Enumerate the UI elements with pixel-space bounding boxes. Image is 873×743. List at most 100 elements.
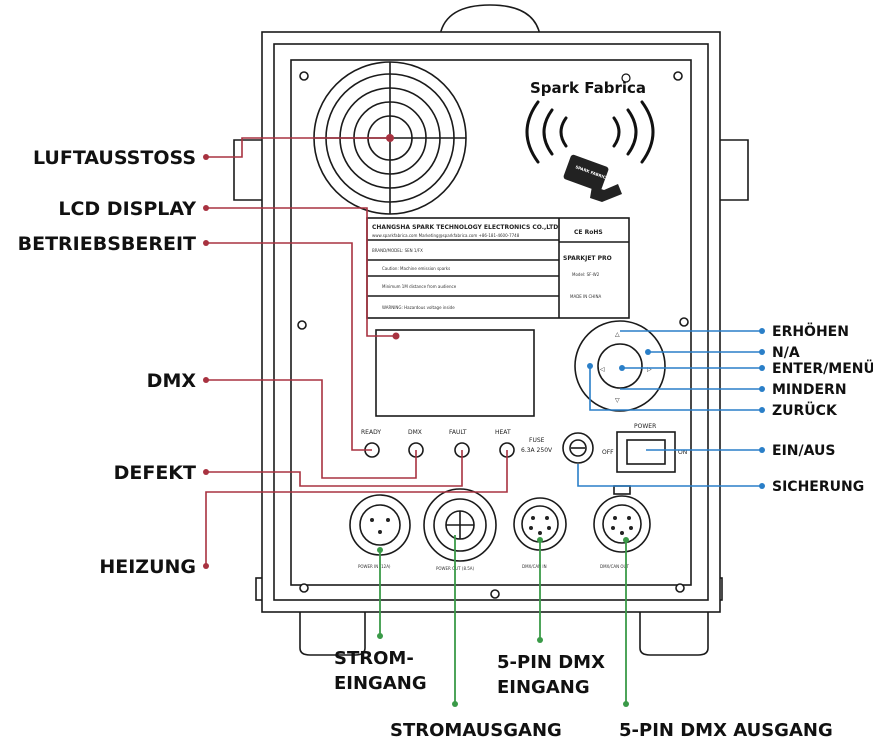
leader-dot-icon [452,701,458,707]
label-fault: DEFEKT [114,462,196,484]
indicator-label-dmx: DMX [408,429,422,436]
nameplate-distance: Minimum 1M distance from audience [382,284,457,289]
leader-dot-icon [759,328,765,334]
label-ready: BETRIEBSBEREIT [18,233,196,255]
indicator-label-fault: FAULT [449,429,467,436]
label-heat: HEIZUNG [99,556,196,578]
indicator-label-heat: HEAT [495,429,511,436]
connector-label-dmx-in: DMX/CAN IN [522,564,547,569]
label-power-out: STROMAUSGANG [390,720,562,741]
label-power-in-line1: STROM- [334,648,414,669]
label-fuse: SICHERUNG [772,479,864,495]
label-dmx-in-line1: 5-PIN DMX [497,652,605,673]
label-dmx-in-line2: EINGANG [497,677,590,698]
leader-dot-icon [377,633,383,639]
right-handle [720,139,749,201]
leader-fuse [577,464,762,487]
nameplate-contact: www.sparkfabrica.com Marketing@sparkfabr… [372,233,520,238]
leader-dot-icon [759,407,765,413]
panel-plate [290,59,692,586]
brand-area: Spark Fabrica SPARK FABRICA [525,73,655,202]
screw-icon [299,71,309,81]
green-leader-lines [379,535,627,704]
top-dome [439,4,541,36]
left-arrow-icon[interactable]: ◁ [600,366,605,373]
leader-dot-icon [645,349,651,355]
leader-dot-icon [377,547,383,553]
nameplate-ce: CE RoHS [574,229,603,236]
screw-icon [679,317,689,327]
foot-right [639,609,709,656]
fuse-group: FUSE 6.3A 250V [521,432,594,464]
label-enter-menu: ENTER/MENÜ [772,359,873,377]
leader-air-outlet [206,137,390,158]
screw-icon [297,320,307,330]
screws [297,71,689,599]
leader-ready [206,242,372,451]
leader-dot-icon [537,637,543,643]
label-air-outlet: LUFTAUSSTOSS [33,147,196,169]
nameplate-frame [366,217,630,319]
leader-dmx [206,379,417,479]
indicator-label-ready: READY [361,429,381,436]
nameplate-model: BRAND/MODEL: SEN 1/FX [372,248,423,253]
leader-dot-icon [759,386,765,392]
leader-dot-icon [759,349,765,355]
nameplate-company: CHANGSHA SPARK TECHNOLOGY ELECTRONICS CO… [372,224,558,231]
label-back: ZURÜCK [772,401,838,419]
power-on-label: ON [678,449,687,456]
connectors: POWER IN (12A) POWER OUT (8.5A) DMX/CAN … [349,485,651,571]
up-arrow-icon[interactable]: △ [615,331,620,338]
leader-dot-icon [759,483,765,489]
leader-fault [206,450,463,487]
power-in-connector[interactable] [349,494,411,556]
enclosure-inner [273,43,709,601]
leader-dot-icon [203,563,209,569]
fuse-rating: 6.3A 250V [521,447,553,454]
blue-leader-lines [577,330,762,487]
label-lcd-display: LCD DISPLAY [58,198,196,220]
leader-dot-icon [203,205,209,211]
nameplate-caution: Caution: Machine emission sparks [382,266,450,271]
leader-dot-icon [759,447,765,453]
leader-back [589,366,762,411]
rfid-card: SPARK FABRICA [563,154,622,202]
foot-left [299,609,366,656]
label-na: N/A [772,345,800,361]
label-dmx-out: 5-PIN DMX AUSGANG [619,720,833,741]
power-switch-group: POWER OFF ON [602,423,687,473]
left-handle [233,139,262,201]
nameplate-product: SPARKJET PRO [563,255,612,262]
screw-icon [675,583,685,593]
leader-dot-icon [203,240,209,246]
label-dmx: DMX [147,370,197,392]
label-down: MINDERN [772,382,847,398]
label-up: ERHÖHEN [772,322,849,340]
leader-dot-icon [537,537,543,543]
right-arrow-icon[interactable]: ▷ [647,366,652,373]
leader-heat [205,450,508,566]
connector-label-power-in: POWER IN (12A) [358,564,391,569]
brand-logo-text: Spark Fabrica [530,79,646,97]
screw-icon [673,71,683,81]
leader-dot-icon [623,537,629,543]
leader-dot-icon [587,363,593,369]
screw-icon [490,589,500,599]
power-switch[interactable] [626,439,666,465]
lcd-display [375,329,535,417]
label-power: EIN/AUS [772,443,835,459]
leader-dot-icon [203,469,209,475]
leader-lcd [206,207,396,337]
hand-icon [590,184,622,202]
logo-sparkle-icon [621,73,631,83]
down-arrow-icon[interactable]: ▽ [615,397,620,404]
nameplate: CHANGSHA SPARK TECHNOLOGY ELECTRONICS CO… [366,217,630,319]
nameplate-model-no: Model: SF-W2 [572,272,600,277]
connector-label-dmx-out: DMX/CAN OUT [600,564,629,569]
green-leader-dots [377,537,629,707]
leader-dot-icon [759,365,765,371]
red-leader-dots [203,154,209,569]
nameplate-made-in: MADE IN CHINA [570,294,601,299]
leader-dot-icon [203,154,209,160]
